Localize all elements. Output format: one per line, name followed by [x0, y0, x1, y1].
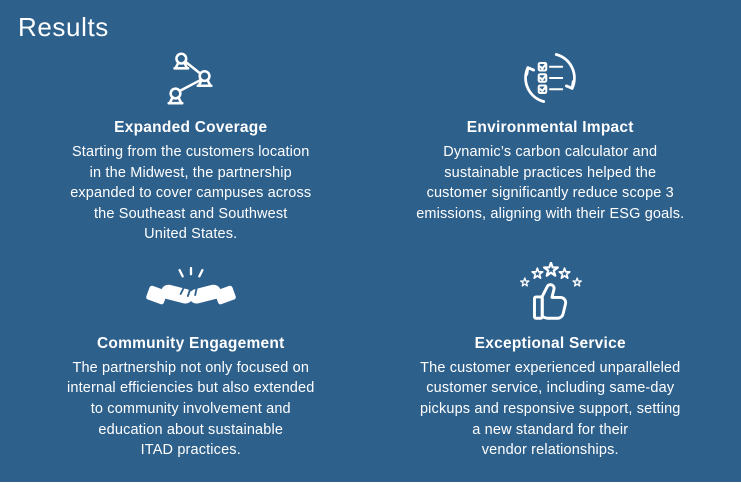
card-body: Starting from the customers location in … — [70, 144, 312, 243]
card-expanded-coverage: Expanded Coverage Starting from the cust… — [18, 45, 364, 245]
card-heading: Exceptional Service — [474, 334, 626, 352]
page-title: Results — [18, 12, 109, 42]
thumbs-up-stars-icon — [513, 261, 587, 327]
card-body: Dynamic’s carbon calculator and sustaina… — [416, 144, 685, 222]
thumbs-up-stars-card: Exceptional Service The customer experie… — [378, 261, 724, 461]
handshake-icon — [145, 261, 237, 327]
bottom-white-strip — [0, 482, 741, 494]
results-grid: Expanded Coverage Starting from the cust… — [18, 45, 723, 461]
card-heading: Environmental Impact — [466, 119, 634, 136]
card-community-engagement: Community Engagement The partnership not… — [18, 261, 364, 461]
card-body: The partnership not only focused on inte… — [67, 359, 315, 459]
card-heading: Expanded Coverage — [114, 119, 268, 136]
card-heading: Community Engagement — [96, 334, 285, 352]
network-nodes-icon — [160, 45, 222, 111]
card-environmental-impact: Environmental Impact Dynamic’s carbon ca… — [378, 45, 724, 245]
card-body: The customer experienced unparalleled cu… — [419, 359, 681, 459]
recycle-checklist-icon — [520, 45, 580, 111]
